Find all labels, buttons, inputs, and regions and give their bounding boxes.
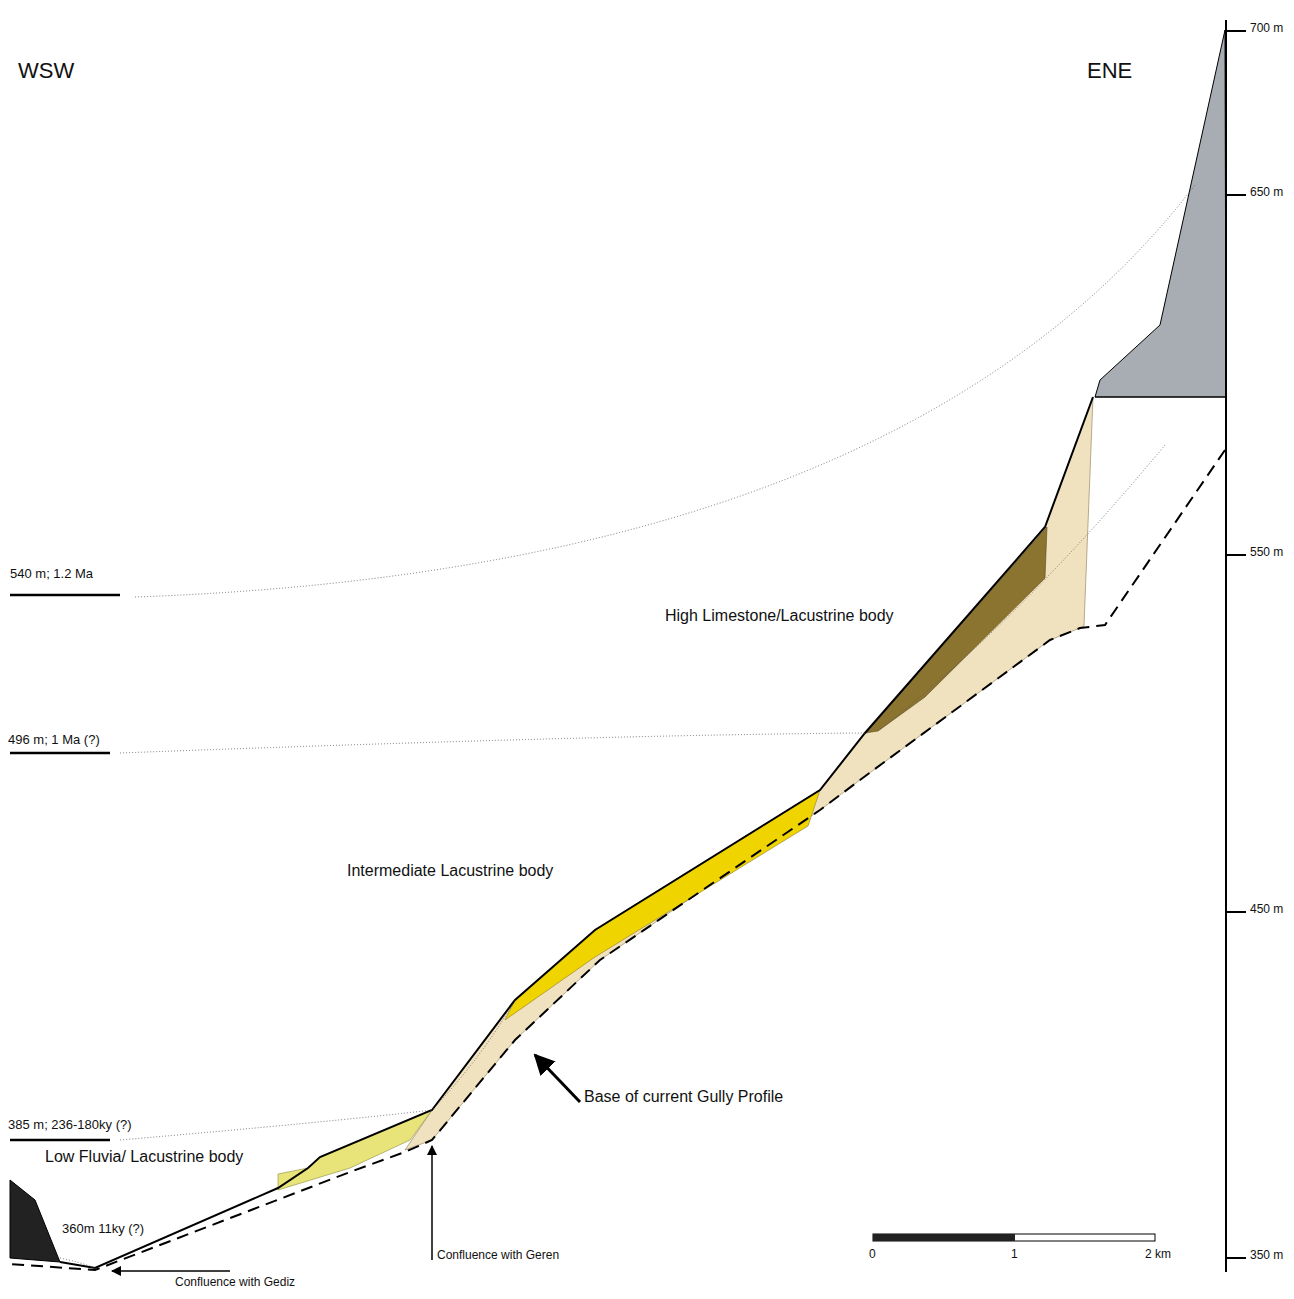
callout-label: Confluence with Geren — [437, 1249, 559, 1263]
callout-label: Base of current Gully Profile — [584, 1088, 783, 1106]
gediz-arrow — [112, 1270, 230, 1272]
scale-label: 0 — [869, 1248, 876, 1262]
body-label: Low Fluvia/ Lacustrine body — [45, 1148, 243, 1166]
scale-label: 1 — [1011, 1248, 1018, 1262]
level-label: 360m 11ky (?) — [62, 1222, 144, 1237]
correlation-curves — [60, 185, 1195, 1268]
direction-label: WSW — [18, 58, 74, 83]
lacustrine-fill — [405, 397, 1093, 1150]
axis-label: 650 m — [1250, 186, 1283, 200]
limestone-body — [1095, 30, 1226, 397]
level-marks — [10, 595, 120, 1140]
level-label: 540 m; 1.2 Ma — [10, 567, 93, 582]
level-label: 496 m; 1 Ma (?) — [8, 733, 100, 748]
axis-label: 550 m — [1250, 546, 1283, 560]
direction-label: ENE — [1087, 58, 1132, 83]
elevation-axis — [1226, 20, 1246, 1272]
bedrock-hill — [10, 1180, 60, 1262]
scale-label: 2 km — [1145, 1248, 1171, 1262]
intermediate-lacustrine-body — [505, 790, 820, 1020]
body-label: High Limestone/Lacustrine body — [665, 607, 894, 625]
scale-bar-fill — [873, 1234, 1015, 1241]
topographic-surface — [60, 397, 1093, 1268]
scale-bar — [873, 1234, 1155, 1241]
callout-label: Confluence with Gediz — [175, 1276, 295, 1290]
level-label: 385 m; 236-180ky (?) — [8, 1118, 132, 1133]
body-label: Intermediate Lacustrine body — [347, 862, 553, 880]
axis-label: 700 m — [1250, 22, 1283, 36]
geren-arrow — [431, 1146, 433, 1260]
axis-label: 450 m — [1250, 903, 1283, 917]
axis-label: 350 m — [1250, 1249, 1283, 1263]
gully-arrow — [535, 1055, 580, 1102]
gully-base — [10, 450, 1225, 1270]
